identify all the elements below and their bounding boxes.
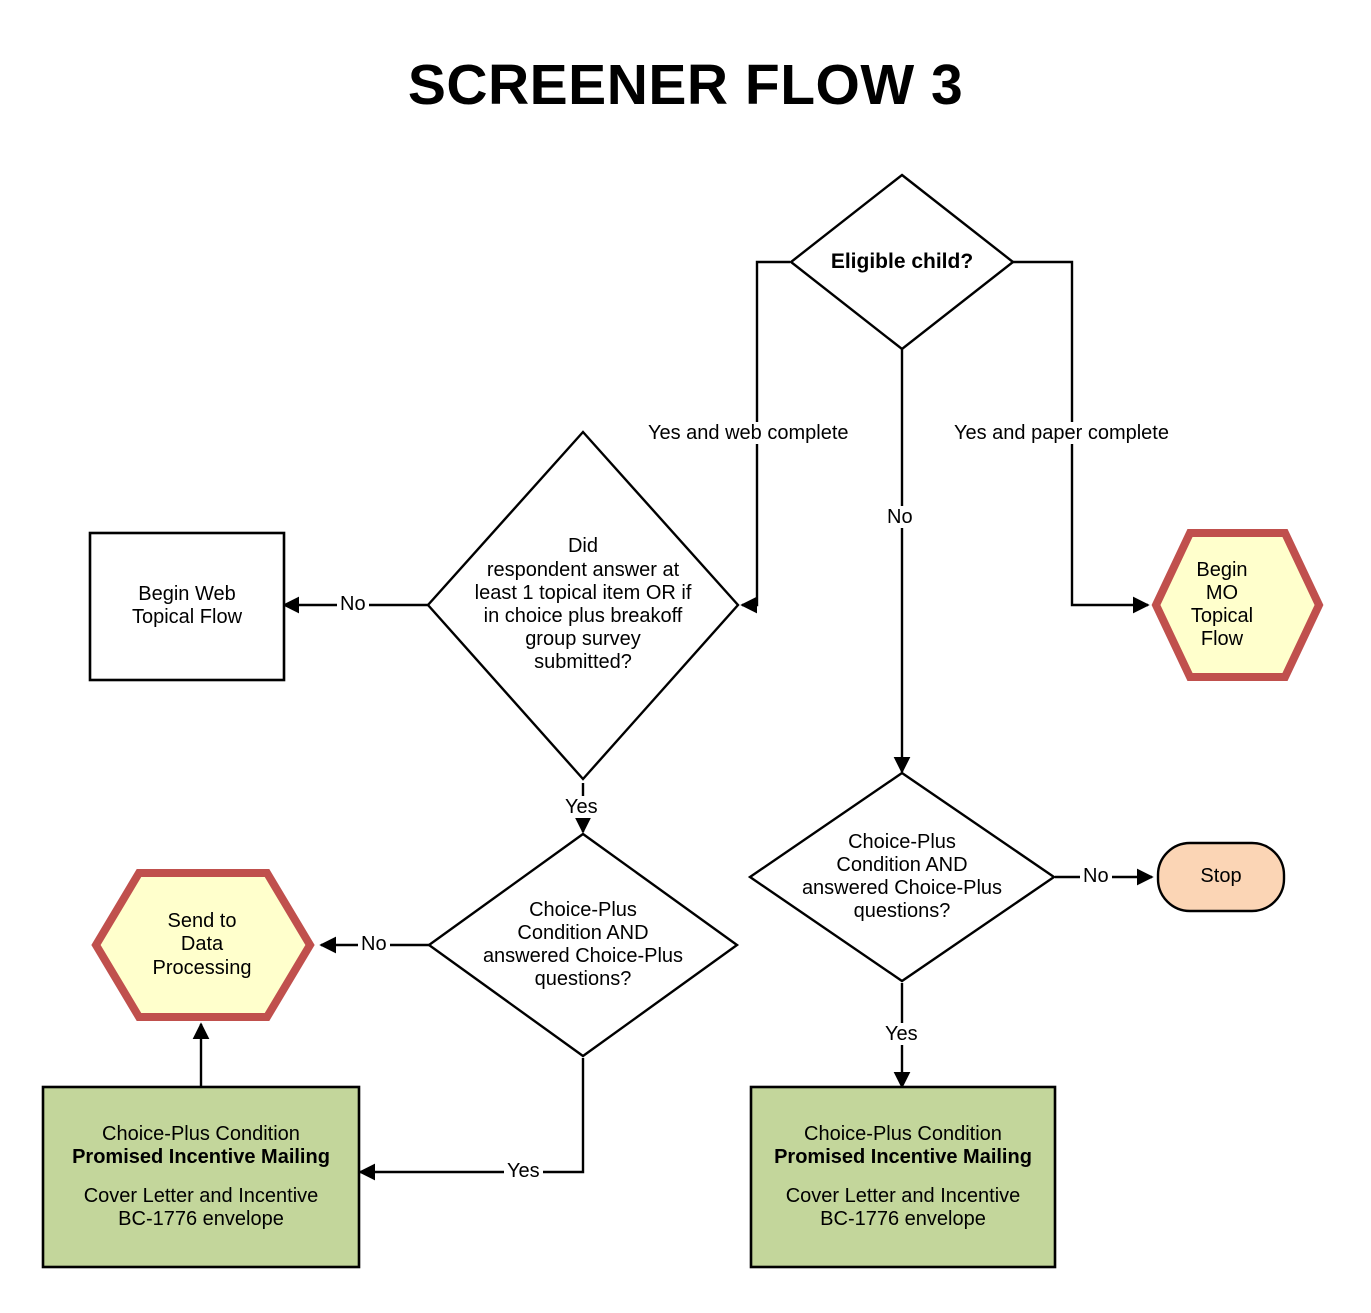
- decision-eligible-child[interactable]: [789, 173, 1015, 351]
- edge-label-yes-topical: Yes: [562, 796, 601, 818]
- decision-choice-plus-right[interactable]: [747, 771, 1057, 983]
- hexagon-send-to-data-processing[interactable]: [91, 869, 315, 1021]
- process-mailing-right[interactable]: [749, 1085, 1057, 1269]
- edge-label-yes-and-paper-complete: Yes and paper complete: [951, 422, 1172, 444]
- edge-label-yes-to-mailing-right: Yes: [882, 1023, 921, 1045]
- edge-label-no-to-data-processing: No: [358, 933, 390, 955]
- edge-label-yes-to-mailing-left: Yes: [504, 1160, 543, 1182]
- edge-label-no-to-web-topical: No: [337, 593, 369, 615]
- page-title: SCREENER FLOW 3: [407, 53, 964, 117]
- edge-label-no-to-stop: No: [1080, 865, 1112, 887]
- edge-label-no-eligible: No: [884, 506, 916, 528]
- process-begin-web-topical-flow[interactable]: [88, 531, 286, 682]
- decision-topical-item-check[interactable]: [426, 430, 740, 781]
- process-mailing-left[interactable]: [41, 1085, 361, 1269]
- edge-label-yes-and-web-complete: Yes and web complete: [645, 422, 852, 444]
- terminator-stop[interactable]: [1156, 841, 1286, 913]
- decision-choice-plus-left[interactable]: [426, 832, 740, 1058]
- hexagon-begin-mo-topical-flow[interactable]: [1151, 529, 1324, 681]
- connector-choiceplus-left-yes: [358, 1058, 585, 1181]
